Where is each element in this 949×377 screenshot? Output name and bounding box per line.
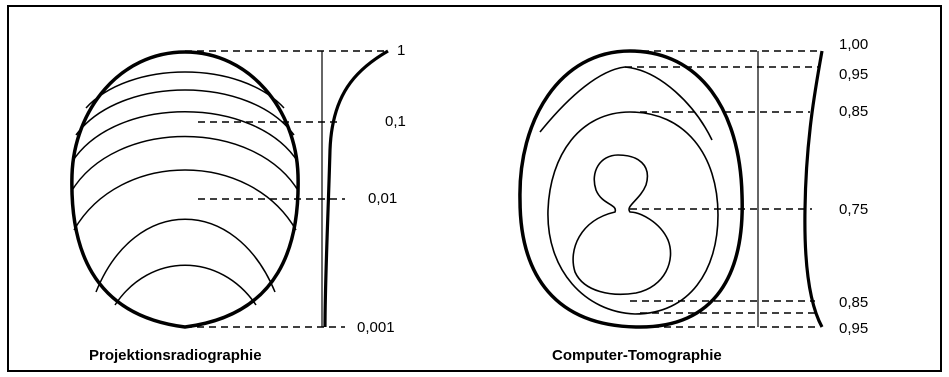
right-scale-label-0-75: 0,75 xyxy=(839,201,869,218)
left-scale-label-0-001: 0,001 xyxy=(357,319,395,336)
right-isodose-0-85 xyxy=(547,111,719,315)
figure-frame xyxy=(7,5,942,372)
left-dose-profile-curve xyxy=(323,49,389,328)
left-scale-label-0-1: 0,1 xyxy=(385,113,406,130)
left-isodose-line-5 xyxy=(73,169,297,231)
left-isodose-line-3 xyxy=(71,111,299,163)
right-isodose-0-75 xyxy=(572,154,672,296)
right-scale-label-0-85-top: 0,85 xyxy=(839,103,869,120)
left-isodose-line-6 xyxy=(95,218,276,293)
right-scale-label-0-85-bottom: 0,85 xyxy=(839,294,869,311)
left-panel-caption: Projektionsradiographie xyxy=(89,347,262,364)
left-panel-drawing xyxy=(70,49,389,329)
left-isodose-line-4 xyxy=(70,135,300,193)
right-scale-label-0-95-top: 0,95 xyxy=(839,66,869,83)
left-isodose-line-1 xyxy=(85,71,285,109)
right-panel-caption: Computer-Tomographie xyxy=(552,347,722,364)
left-isodose-line-7 xyxy=(114,264,257,306)
right-isodose-0-95 xyxy=(539,66,713,141)
right-head-outline xyxy=(518,49,744,329)
left-scale-label-0-01: 0,01 xyxy=(368,190,398,207)
right-scale-label-0-95-bottom: 0,95 xyxy=(839,320,869,337)
left-scale-label-1: 1 xyxy=(397,42,406,59)
right-scale-label-1-00: 1,00 xyxy=(839,36,869,53)
right-panel-drawing xyxy=(518,49,824,329)
left-head-outline xyxy=(70,50,300,329)
left-isodose-line-2 xyxy=(75,89,295,136)
right-dose-profile-curve xyxy=(803,50,824,328)
